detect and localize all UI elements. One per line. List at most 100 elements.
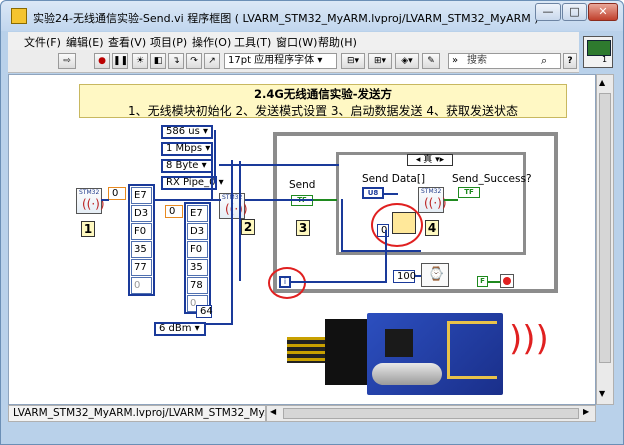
wire [384,193,398,195]
wire-boolean [488,281,500,283]
banner-steps: 1、无线模块初始化 2、发送模式设置 3、启动数据发送 4、获取发送状态 [128,104,518,118]
address-array-2[interactable]: E7 D3 F0 35 78 0 [184,202,211,314]
case-structure-frame[interactable] [336,152,526,255]
step-1-label: 1 [81,221,95,237]
menu-view[interactable]: 查看(V) [108,36,147,49]
wire [206,323,233,325]
send-label: Send [289,179,316,191]
vi-icon-graphic [587,40,611,56]
toolbar: ⇨ ● ❚❚ ☀ ◧ ↴ ↷ ↗ 17pt 应用程序字体 ▾ ⊟▾ ⊞▾ ◈▾ … [8,50,579,73]
run-arrow-icon[interactable]: ⇨ [58,53,76,69]
block-diagram-canvas[interactable]: 2.4G无线通信实验-发送方 1、无线模块初始化 2、发送模式设置 3、启动数据… [8,74,596,405]
vertical-scrollbar[interactable]: ▲ ▼ [596,74,614,405]
wait-ms-constant[interactable]: 100 [393,270,416,283]
step-3-label: 3 [296,220,310,236]
init-subvi-icon[interactable]: STM32 ((·)) [76,188,105,214]
wire-boolean [313,199,337,201]
step-over-icon[interactable]: ↷ [186,53,202,69]
horizontal-scroll-thumb[interactable] [283,408,579,419]
comment-banner: 2.4G无线通信实验-发送方 1、无线模块初始化 2、发送模式设置 3、启动数据… [79,84,567,118]
wire [415,275,421,277]
search-input[interactable]: 搜索 [448,53,561,69]
wait-ms-icon[interactable]: ⌚ [421,263,449,287]
wire [231,160,233,325]
project-path: LVARM_STM32_MyARM.lvproj/LVARM_STM32_MyA… [13,407,266,419]
case-selector[interactable]: ◂ 真 ▾▸ [407,154,453,166]
menu-help[interactable]: 帮助(H) [318,36,357,49]
reorder-icon[interactable]: ◈▾ [395,53,419,69]
send-data-terminal[interactable]: U8 [362,187,384,199]
step-2-label: 2 [241,219,255,235]
close-button[interactable]: ✕ [588,3,618,21]
wire [341,250,421,252]
iteration-terminal[interactable]: i [279,276,291,288]
wire-boolean [444,199,458,201]
send-success-indicator[interactable]: TF [458,187,480,198]
chip [385,329,413,357]
labview-app-icon [11,8,27,24]
minimize-button[interactable]: — [535,3,561,21]
search-icon[interactable]: ⌕ [541,54,548,67]
vi-icon-number: 1 [602,55,608,64]
maximize-button[interactable]: □ [562,3,587,21]
window-title: 实验24-无线通信实验-Send.vi 程序框图 ( LVARM_STM32_M… [33,12,548,25]
wire [341,199,343,252]
wire [239,161,241,281]
wire [245,199,337,201]
send-status-subvi-icon[interactable]: STM32 ((·)) [418,187,447,213]
menu-bar: 文件(F) 编辑(E) 查看(V) 项目(P) 操作(O) 工具(T) 窗口(W… [8,32,579,50]
menu-tools[interactable]: 工具(T) [234,36,272,49]
step-out-icon[interactable]: ↗ [204,53,220,69]
stop-condition-icon[interactable] [500,274,514,288]
while-loop-frame[interactable] [273,132,558,293]
address-array-1[interactable]: E7 D3 F0 35 77 0 [128,184,155,296]
pin-header-block [325,319,373,385]
power-constant[interactable]: 6 dBm ▾ [154,322,206,336]
font-select[interactable]: 17pt 应用程序字体 ▾ [224,53,337,69]
send-data-label: Send Data[] [362,173,426,185]
vi-icon: 1 [583,36,613,68]
speed-constant[interactable]: 586 us ▾ [161,125,213,139]
payload-width-constant[interactable]: 64 [196,305,213,318]
rate-constant[interactable]: 1 Mbps ▾ [161,142,213,156]
menu-edit[interactable]: 编辑(E) [66,36,104,49]
title-bar[interactable]: 实验24-无线通信实验-Send.vi 程序框图 ( LVARM_STM32_M… [1,1,623,31]
menu-operate[interactable]: 操作(O) [192,36,232,49]
pcb-antenna [447,321,497,379]
highlight-execution-icon[interactable]: ☀ [132,53,148,69]
highlight-circle-index [371,203,423,247]
crystal-oscillator [372,363,442,385]
menu-file[interactable]: 文件(F) [24,36,61,49]
nrf24l01-module-image [277,311,507,397]
step-into-icon[interactable]: ↴ [168,53,184,69]
wire [101,199,109,201]
pause-icon[interactable]: ❚❚ [112,53,128,69]
wire [214,130,216,183]
horizontal-scrollbar[interactable]: ◀ ▶ [266,405,596,422]
distribute-objects-icon[interactable]: ⊞▾ [368,53,392,69]
pipe-constant[interactable]: RX Pipe_0 ▾ [161,176,224,190]
wire [219,164,339,166]
step-4-label: 4 [425,220,439,236]
channel-constant[interactable]: 0 [108,187,126,200]
clean-up-diagram-icon[interactable]: ✎ [422,53,440,69]
search-placeholder: 搜索 [467,55,487,66]
abort-icon[interactable]: ● [94,53,110,69]
menu-project[interactable]: 项目(P) [150,36,188,49]
align-objects-icon[interactable]: ⊟▾ [341,53,365,69]
wire [155,199,221,201]
highlight-circle-iteration [268,267,306,299]
header-pins [287,337,327,363]
banner-title: 2.4G无线通信实验-发送方 [253,87,393,101]
expand-icon: » [452,55,459,66]
menu-window[interactable]: 窗口(W) [276,36,318,49]
retain-wire-values-icon[interactable]: ◧ [150,53,166,69]
address-index-constant[interactable]: 0 [165,205,183,218]
vertical-scroll-thumb[interactable] [599,93,611,363]
context-help-button[interactable]: ? [563,53,577,69]
stop-false-constant[interactable]: F [477,276,488,287]
crc-constant[interactable]: 8 Byte ▾ [161,159,213,173]
send-success-label: Send_Success? [452,173,532,185]
wire [211,146,213,200]
wire [291,281,387,283]
